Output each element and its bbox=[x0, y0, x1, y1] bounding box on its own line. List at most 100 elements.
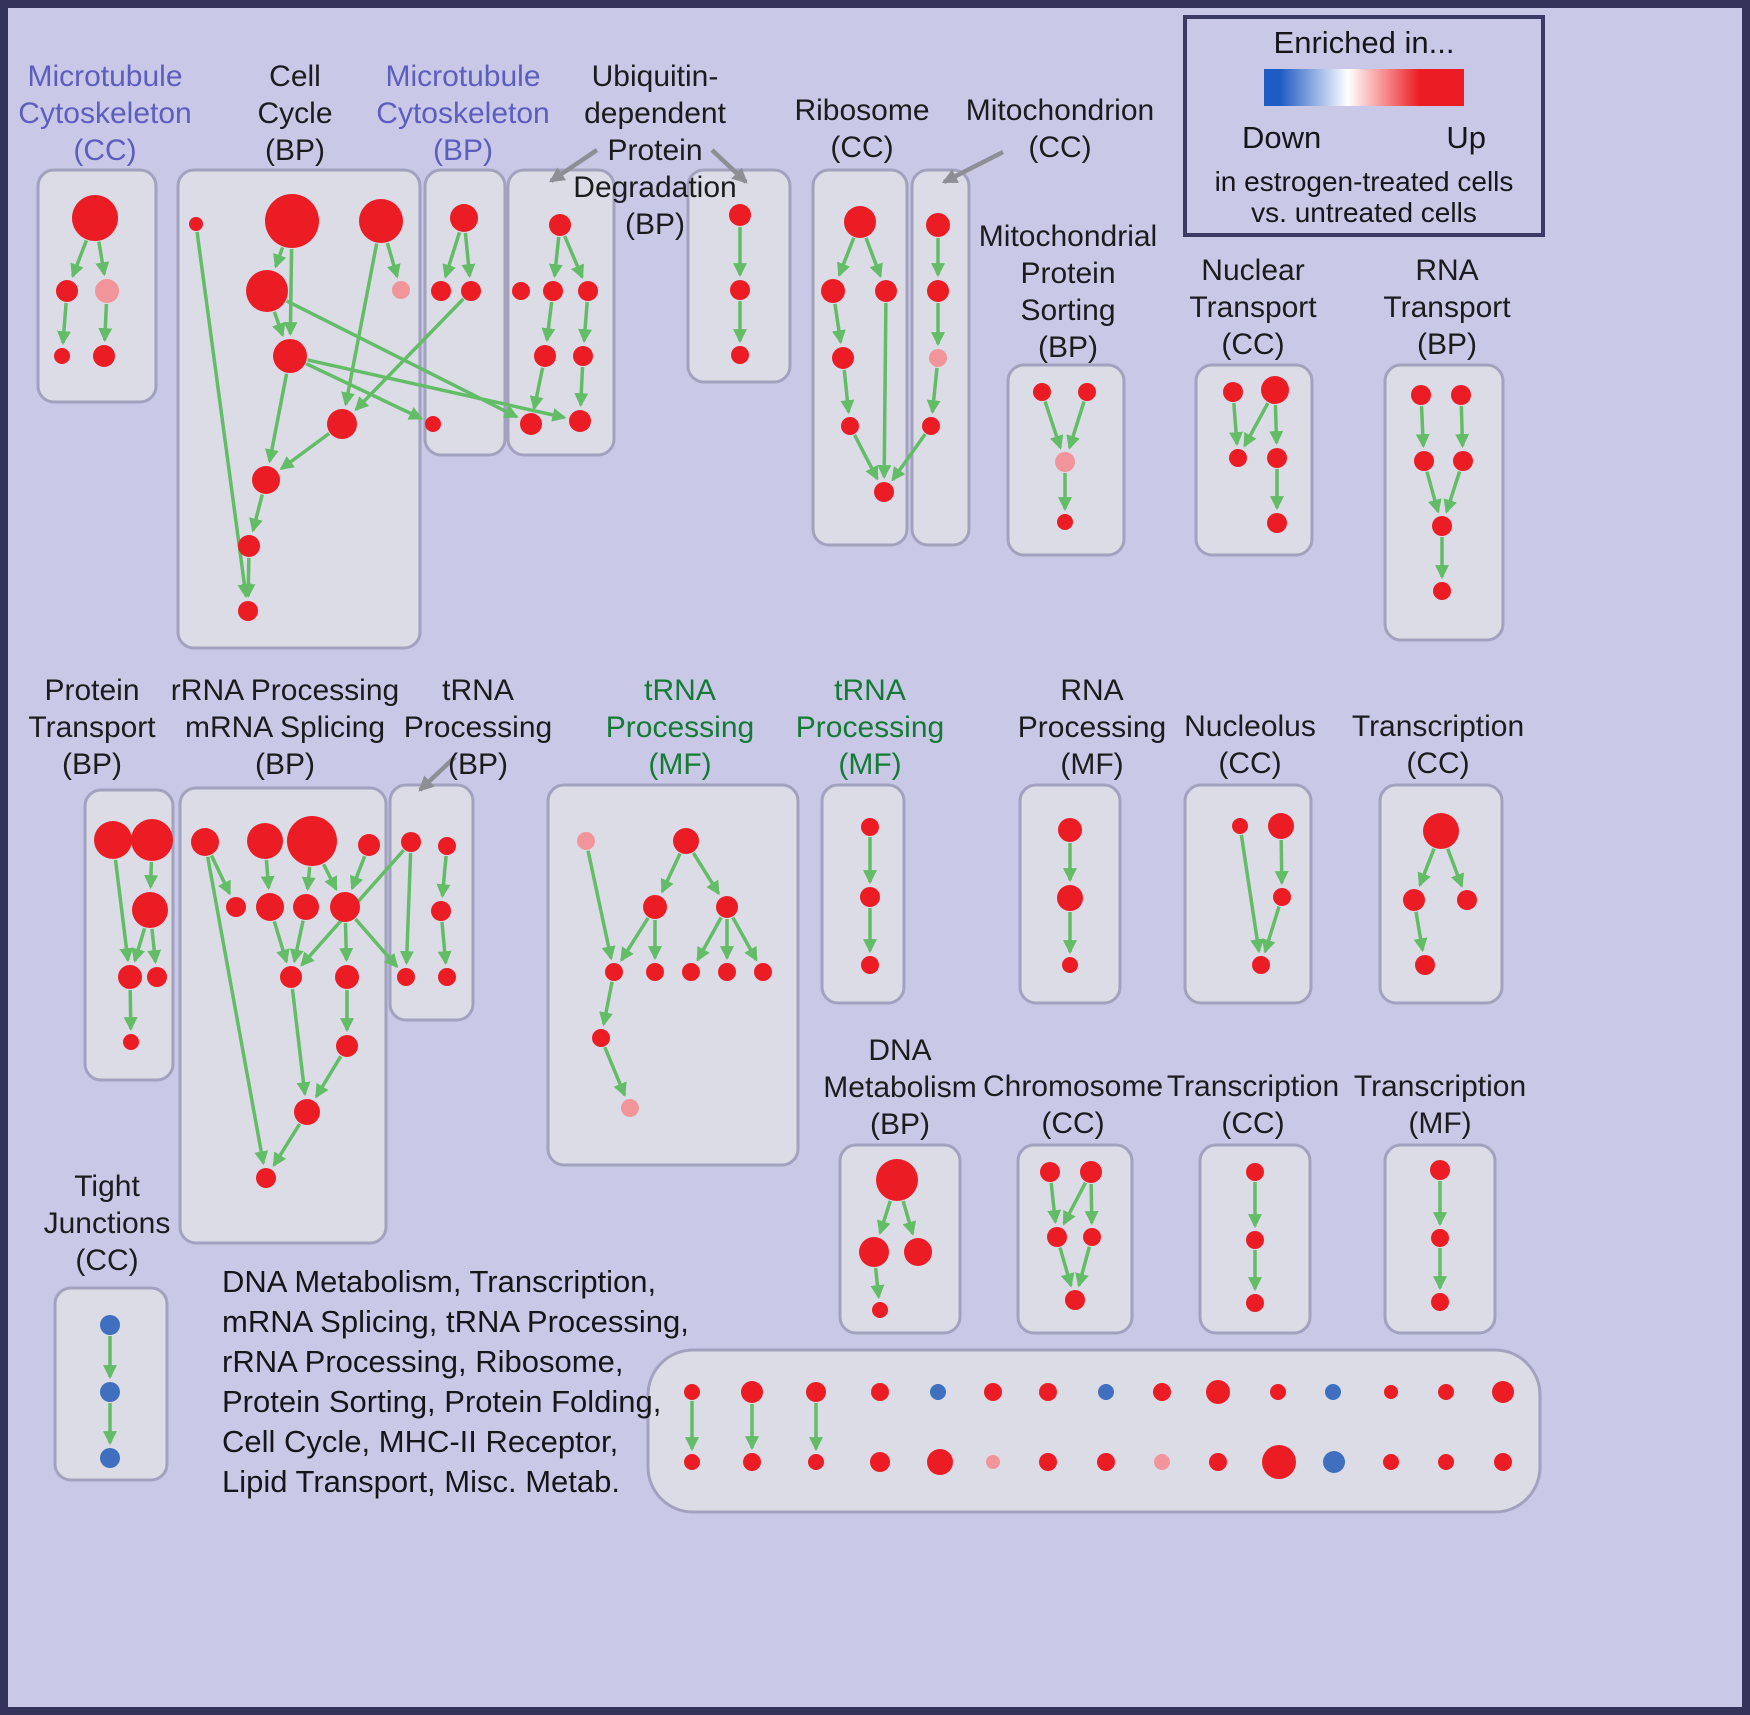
go-term-node-red bbox=[754, 963, 772, 981]
go-term-node-red bbox=[1209, 1453, 1227, 1471]
edge-arrow bbox=[1084, 1183, 1099, 1226]
go-term-node-red bbox=[330, 892, 360, 922]
go-term-node-pink bbox=[621, 1099, 639, 1117]
go-term-node-red bbox=[520, 413, 542, 435]
go-term-node-red bbox=[808, 1454, 824, 1470]
edge-arrow bbox=[399, 852, 414, 966]
go-term-node-red bbox=[861, 956, 879, 974]
edge-arrow bbox=[1413, 911, 1428, 953]
edge-arrow bbox=[1274, 839, 1289, 886]
go-term-node-red bbox=[293, 894, 319, 920]
cluster-box-nuclear-transport-cc bbox=[1194, 363, 1314, 557]
legend-up-label: Up bbox=[1446, 120, 1486, 155]
go-term-node-pink bbox=[392, 281, 410, 299]
cluster-box-nucleolus-cc bbox=[1183, 783, 1313, 1005]
go-term-node-red bbox=[1438, 1384, 1454, 1400]
label-pointer-arrow bbox=[418, 755, 457, 792]
edge-arrow bbox=[273, 246, 287, 269]
go-term-node-red bbox=[872, 1302, 888, 1318]
edge-arrow bbox=[249, 494, 264, 533]
go-term-node-red bbox=[252, 466, 280, 494]
go-term-node-pink bbox=[986, 1455, 1000, 1469]
legend-down-label: Down bbox=[1242, 120, 1322, 155]
go-term-node-red bbox=[1097, 1453, 1115, 1471]
go-term-node-red bbox=[578, 281, 598, 301]
edge-arrow bbox=[541, 301, 556, 343]
go-term-node-red bbox=[1040, 1162, 1060, 1182]
edge-arrow bbox=[1446, 848, 1465, 888]
go-term-node-red bbox=[1058, 818, 1082, 842]
go-term-node-red bbox=[1430, 1160, 1450, 1180]
edge-arrow bbox=[840, 369, 855, 415]
go-term-node-red bbox=[1423, 813, 1459, 849]
edge-arrow bbox=[1261, 906, 1281, 954]
go-term-node-red bbox=[1033, 383, 1051, 401]
label-pointer-arrow bbox=[710, 148, 748, 184]
go-term-node-red bbox=[534, 345, 556, 367]
edge-arrow bbox=[1062, 1181, 1087, 1226]
cluster-box-ubiquitin-degradation-bp-left bbox=[506, 168, 616, 457]
edge-arrow bbox=[1066, 401, 1086, 450]
go-term-node-blue bbox=[1098, 1384, 1114, 1400]
go-term-node-red bbox=[1270, 1384, 1286, 1400]
go-term-node-pink bbox=[577, 832, 595, 850]
legend-title: Enriched in... bbox=[1273, 25, 1455, 60]
edge-arrow bbox=[437, 921, 452, 966]
edge-arrow bbox=[1075, 1246, 1092, 1288]
go-term-node-red bbox=[1268, 813, 1294, 839]
edge-arrow bbox=[290, 988, 311, 1097]
edge-arrow bbox=[98, 303, 113, 343]
go-term-node-red bbox=[729, 204, 751, 226]
go-term-node-red bbox=[359, 199, 403, 243]
go-term-node-red bbox=[1457, 890, 1477, 910]
go-term-node-red bbox=[1083, 1228, 1101, 1246]
edge-arrow bbox=[901, 1200, 917, 1236]
go-term-node-red bbox=[549, 214, 571, 236]
go-term-node-red bbox=[605, 963, 623, 981]
go-term-node-red bbox=[123, 1034, 139, 1050]
label-pointer-arrow bbox=[941, 149, 1005, 185]
edge-arrow bbox=[1243, 402, 1270, 448]
go-term-node-blue bbox=[100, 1315, 120, 1335]
edge-arrow bbox=[354, 917, 399, 969]
edge-arrow bbox=[870, 1267, 885, 1300]
edge-arrow bbox=[354, 297, 465, 412]
go-term-node-red bbox=[238, 601, 258, 621]
go-term-node-red bbox=[904, 1238, 932, 1266]
go-term-node-red bbox=[806, 1382, 826, 1402]
edge-arrow bbox=[385, 242, 401, 279]
edge-arrow bbox=[926, 367, 941, 415]
go-term-node-red bbox=[438, 837, 456, 855]
edge-arrow bbox=[113, 859, 134, 963]
go-term-node-red bbox=[741, 1381, 763, 1403]
go-term-node-red bbox=[1411, 385, 1431, 405]
edge-arrow bbox=[143, 861, 158, 890]
go-term-node-red bbox=[844, 206, 876, 238]
misc-note-line: Lipid Transport, Misc. Metab. bbox=[222, 1464, 620, 1499]
edge-arrow bbox=[70, 239, 89, 279]
misc-note-line: mRNA Splicing, tRNA Processing, bbox=[222, 1304, 689, 1339]
go-term-node-red bbox=[1153, 1383, 1171, 1401]
go-term-node-red bbox=[431, 901, 451, 921]
go-term-node-red bbox=[730, 280, 750, 300]
go-term-node-red bbox=[132, 892, 168, 928]
edge-arrow bbox=[260, 859, 275, 891]
go-term-node-red bbox=[673, 828, 699, 854]
go-term-node-red bbox=[859, 1237, 889, 1267]
edge-arrow bbox=[349, 855, 367, 891]
edge-arrow bbox=[1239, 834, 1265, 954]
go-term-node-red bbox=[1403, 889, 1425, 911]
go-term-node-blue bbox=[1325, 1384, 1341, 1400]
go-term-node-red bbox=[401, 832, 421, 852]
edge-arrow bbox=[1047, 1182, 1062, 1225]
go-term-node-red bbox=[682, 963, 700, 981]
misc-note-line: Protein Sorting, Protein Folding, bbox=[222, 1384, 662, 1419]
edge-arrow bbox=[442, 231, 462, 279]
go-term-node-red bbox=[832, 347, 854, 369]
edge-arrow bbox=[314, 1055, 343, 1099]
go-term-node-red bbox=[1232, 818, 1248, 834]
edge-arrow bbox=[691, 851, 721, 896]
